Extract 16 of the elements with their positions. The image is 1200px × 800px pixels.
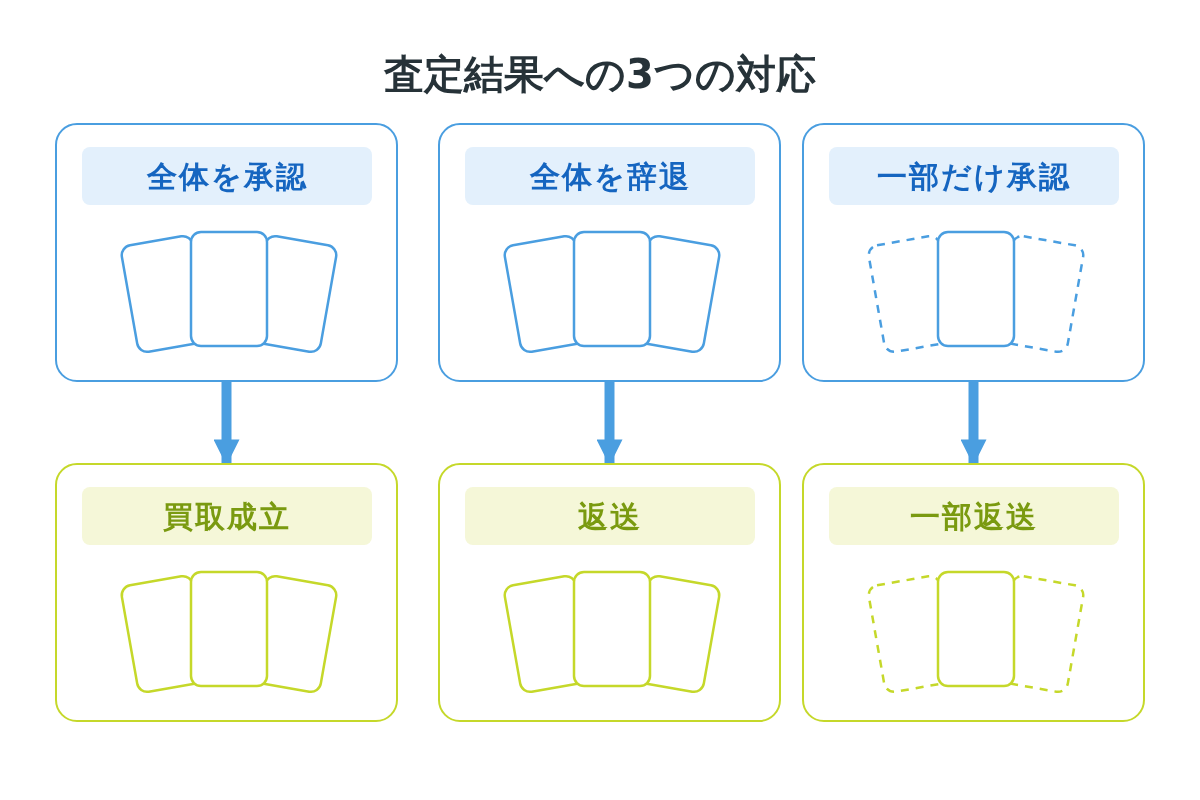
option-panel bbox=[438, 463, 781, 722]
panel-heading: 一部だけ承認 bbox=[829, 147, 1119, 205]
arrow bbox=[960, 382, 987, 466]
arrow bbox=[213, 382, 240, 466]
title: 査定結果への3つの対応 bbox=[384, 50, 816, 99]
option-panel bbox=[438, 123, 781, 382]
panel-heading: 全体を辞退 bbox=[465, 147, 755, 205]
panel-heading: 買取成立 bbox=[82, 487, 372, 545]
panel-heading: 一部返送 bbox=[829, 487, 1119, 545]
option-panel bbox=[802, 463, 1145, 722]
panel-heading: 全体を承認 bbox=[82, 147, 372, 205]
panel-heading: 返送 bbox=[465, 487, 755, 545]
arrow bbox=[596, 382, 623, 466]
option-panel bbox=[55, 123, 398, 382]
option-panel bbox=[55, 463, 398, 722]
option-panel bbox=[802, 123, 1145, 382]
